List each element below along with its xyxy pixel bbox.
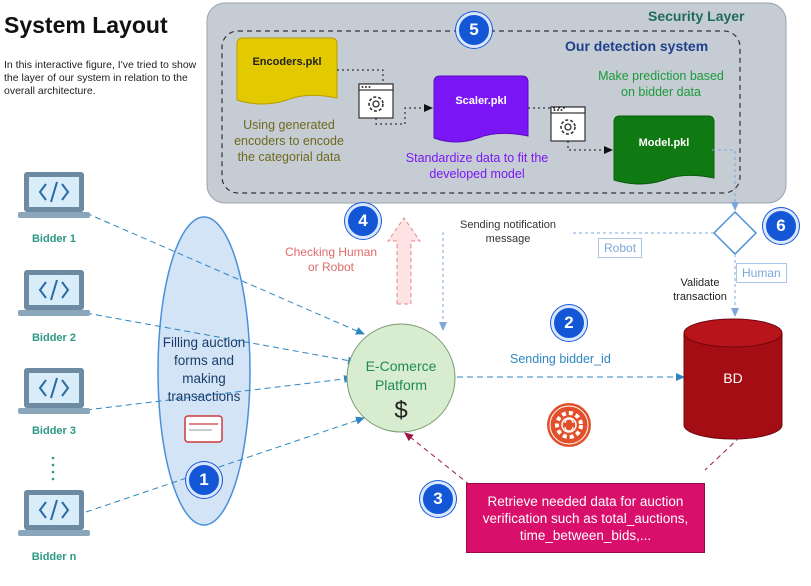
- step-badge-4: 4: [345, 203, 381, 239]
- edge-retrieve-to-platform: [404, 432, 471, 486]
- bidder-label: Bidder n: [31, 551, 77, 563]
- encoders-shape: [236, 37, 338, 105]
- human-tag: Human: [736, 263, 787, 283]
- bidder-label: Bidder 3: [31, 425, 76, 437]
- notification-label: Sending notification message: [446, 218, 570, 246]
- retrieve-data-box: Retrieve needed data for auction verific…: [466, 483, 705, 553]
- scaler-caption: Standardize data to fit the developed mo…: [405, 151, 549, 181]
- edge-bidder3: [85, 374, 353, 411]
- checking-label: Checking Human or Robot: [284, 245, 378, 274]
- process-window-icon: [358, 83, 394, 119]
- bidder-label: Bidder 2: [31, 332, 76, 344]
- more-bidders-ellipsis: [51, 456, 55, 481]
- laptop-icon: [18, 490, 90, 536]
- laptop-icon: [18, 368, 90, 414]
- security-layer-title: Security Layer: [648, 8, 745, 24]
- laptop-icon: [18, 270, 90, 316]
- payment-card-icon: [184, 415, 223, 443]
- step-badge-1: 1: [186, 462, 222, 498]
- model-shape: [613, 115, 715, 185]
- laptop-icon: [18, 172, 90, 218]
- ecommerce-platform-circle: [346, 323, 456, 433]
- ellipse-text: Filling auction forms and making transac…: [162, 335, 246, 404]
- dollar-icon: $: [394, 397, 408, 424]
- edge-bidder2: [85, 312, 357, 365]
- intro-text: In this interactive figure, I've tried t…: [4, 59, 197, 97]
- model-caption: Make prediction based on bidder data: [598, 69, 724, 99]
- platform-name: E-Comerce Platform: [365, 358, 437, 393]
- edge-robot-notification: [439, 232, 714, 331]
- edge-model-to-decision: [712, 149, 739, 211]
- step-badge-6: 6: [763, 208, 799, 244]
- detection-system-title: Our detection system: [565, 38, 709, 54]
- bidder-actions-ellipse: [157, 216, 251, 526]
- edge-bidder1: [85, 212, 365, 335]
- edge-encoders-to-process: [337, 69, 384, 84]
- process-window-icon: [550, 106, 586, 142]
- encoders-label: Encoders.pkl: [252, 56, 322, 68]
- database-label: BD: [723, 370, 743, 386]
- processing-gear-icon: [547, 403, 591, 447]
- step-badge-3: 3: [420, 481, 456, 517]
- model-label: Model.pkl: [638, 137, 690, 149]
- bidder-label: Bidder 1: [31, 233, 76, 245]
- decision-diamond: [712, 210, 758, 256]
- edge-db-to-retrieve: [704, 436, 741, 471]
- scaler-shape: [433, 75, 529, 143]
- robot-tag: Robot: [598, 238, 643, 258]
- step-badge-2: 2: [551, 305, 587, 341]
- scaler-label: Scaler.pkl: [455, 95, 507, 107]
- page-title: System Layout: [4, 12, 168, 38]
- checking-arrow: [387, 217, 421, 305]
- edge-process-to-scaler: [375, 104, 433, 125]
- database-cylinder: [683, 318, 783, 440]
- validate-label: Validate transaction: [673, 277, 727, 303]
- sending-id-label: Sending bidder_id: [510, 352, 611, 366]
- edge-biddern: [85, 416, 365, 513]
- step-badge-5: 5: [456, 12, 492, 48]
- encoders-caption: Using generated encoders to encode the c…: [234, 118, 344, 164]
